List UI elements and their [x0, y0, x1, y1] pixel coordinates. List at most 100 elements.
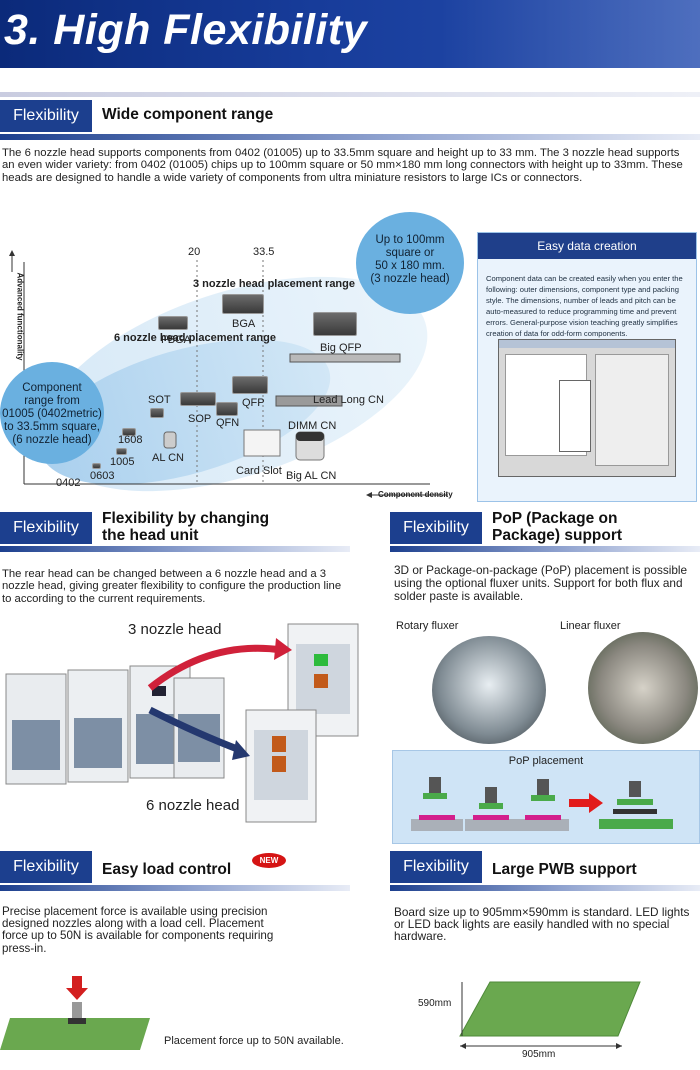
machines-illustration — [5, 623, 359, 823]
big-qfp-chip — [313, 312, 357, 336]
title-line: PoP (Package on — [492, 510, 618, 527]
large-pwb-board — [459, 981, 641, 1037]
fbga-chip — [158, 316, 188, 330]
bubble-line: Up to 100mm — [375, 234, 445, 246]
bga-chip — [222, 294, 264, 314]
component — [68, 1018, 86, 1024]
arrow-to-3-nozzle — [147, 644, 283, 691]
flexibility-tag: Flexibility — [0, 100, 92, 132]
screenshot-titlebar — [499, 340, 675, 348]
machine-line — [5, 665, 225, 785]
page-header: 3. High Flexibility — [0, 0, 700, 68]
section-underline — [0, 885, 350, 891]
label-bga: BGA — [232, 318, 256, 330]
bubble-line: 50 x 180 mm. — [375, 260, 445, 272]
label-fbga: FBGA — [161, 334, 191, 346]
component-range-diagram: 20 33.5 Advanced functionality Component… — [0, 212, 470, 508]
rotary-fluxer-photo — [432, 636, 546, 744]
load-caption: Placement force up to 50N available. — [164, 1035, 344, 1047]
head-unit-paragraph: The rear head can be changed between a 6… — [2, 568, 342, 605]
label-big-al: Big AL CN — [286, 470, 337, 482]
c1005-chip — [116, 448, 127, 455]
bubble-line: to 33.5mm square, — [4, 421, 100, 433]
nozzle — [72, 1002, 82, 1018]
tick-20: 20 — [188, 246, 201, 258]
pop-step-3 — [517, 779, 569, 831]
pop-step-2 — [465, 787, 517, 831]
section-header-pop: Flexibility PoP (Package on Package) sup… — [390, 510, 700, 552]
flexibility-tag: Flexibility — [0, 512, 92, 544]
label-1005: 1005 — [110, 456, 135, 468]
bubble-line: (6 nozzle head) — [12, 434, 92, 446]
force-arrow-shaft — [72, 976, 82, 990]
flexibility-tag: Flexibility — [390, 512, 482, 544]
pop-arrow — [569, 793, 603, 813]
c1608-chip — [122, 428, 136, 436]
big-al-cap-top — [296, 432, 324, 441]
linear-fluxer-photo — [588, 632, 698, 744]
label-0402: 0402 — [56, 477, 81, 489]
sot-chip — [150, 408, 164, 418]
range-paragraph: The 6 nozzle head supports components fr… — [2, 147, 683, 184]
label-big-qfp: Big QFP — [320, 342, 362, 354]
label-sot: SOT — [148, 394, 171, 406]
c0603-chip — [92, 463, 101, 469]
title-line: Package) support — [492, 527, 623, 544]
section-underline — [390, 546, 700, 552]
bubble-line: 01005 (0402metric) — [2, 408, 102, 420]
x-arrow-head — [366, 492, 372, 498]
machine-6-nozzle — [245, 709, 317, 823]
label-linear: Linear fluxer — [560, 620, 621, 632]
flexibility-tag: Flexibility — [0, 851, 92, 883]
software-screenshot — [498, 339, 676, 477]
bubble-line: square or — [385, 247, 435, 259]
page-title: 3. High Flexibility — [4, 6, 368, 54]
new-badge: NEW — [252, 853, 286, 868]
arrow-head-6 — [232, 740, 250, 760]
label-0603: 0603 — [90, 470, 115, 482]
screenshot-list — [559, 380, 591, 452]
tick-335: 33.5 — [253, 246, 275, 258]
title-line: the head unit — [102, 527, 199, 544]
section-header-pwb: Flexibility Large PWB support — [390, 851, 700, 891]
label-al-cn: AL CN — [152, 452, 184, 464]
section-title: Easy load control — [102, 861, 232, 878]
qfp-chip — [232, 376, 268, 394]
screenshot-panel-right — [595, 354, 669, 466]
x-axis-label: Component density — [378, 490, 453, 499]
section-underline — [0, 546, 350, 552]
section-header-range: Flexibility Wide component range — [0, 100, 700, 140]
label-1608: 1608 — [118, 434, 143, 446]
label-rotary: Rotary fluxer — [396, 620, 459, 632]
lead-long-connector — [289, 353, 401, 363]
bubble-three-nozzle: Up to 100mm square or 50 x 180 mm. (3 no… — [356, 212, 464, 314]
pop-placement-panel: PoP placement — [392, 750, 700, 844]
bubble-line: range from — [24, 395, 80, 407]
card-slot-part — [243, 429, 281, 457]
arrow-head-3 — [274, 638, 292, 660]
width-arrow-right — [616, 1043, 622, 1049]
header-shine — [440, 0, 700, 68]
bubble-line: Component — [22, 382, 82, 394]
label-qfn: QFN — [216, 417, 240, 429]
label-card-slot: Card Slot — [236, 465, 282, 477]
force-arrow-head — [66, 988, 88, 1000]
easy-data-box: Easy data creation Component data can be… — [477, 232, 697, 502]
section-title: Wide component range — [102, 106, 274, 123]
pop-placement-steps — [411, 777, 673, 831]
section-title: PoP (Package on Package) support — [492, 510, 622, 544]
load-paragraph: Precise placement force is available usi… — [2, 905, 274, 955]
section-underline — [390, 885, 700, 891]
section-title: Large PWB support — [492, 861, 637, 878]
pop-paragraph: 3D or Package-on-package (PoP) placement… — [394, 563, 688, 603]
dim-590: 590mm — [418, 998, 452, 1009]
sop-chip — [180, 392, 216, 406]
pop-placement-label: PoP placement — [508, 755, 584, 767]
easy-data-title: Easy data creation — [478, 233, 696, 259]
label-6-nozzle: 6 nozzle head — [146, 797, 240, 814]
pop-result — [599, 781, 673, 829]
pcb-board — [0, 1018, 150, 1050]
section-underline — [0, 134, 700, 140]
width-arrow-left — [460, 1043, 466, 1049]
pwb-illustration — [459, 981, 641, 1049]
